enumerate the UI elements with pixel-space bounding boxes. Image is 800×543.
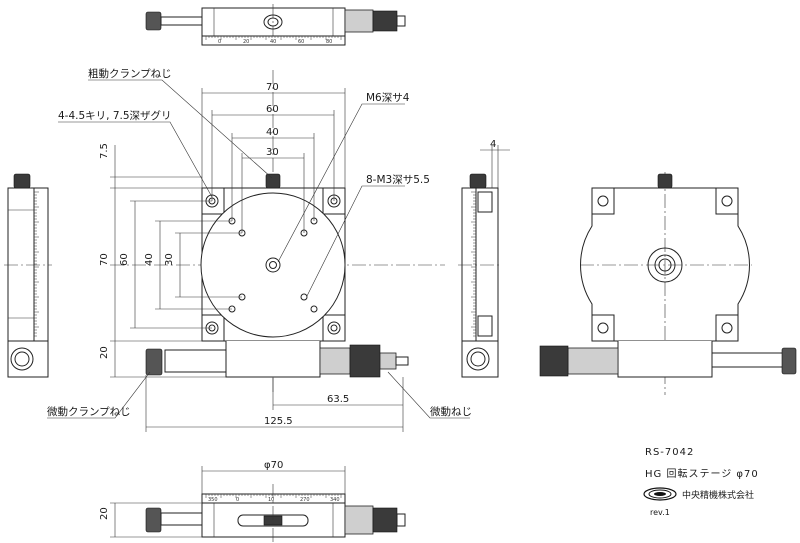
rear-clamp-knob-icon: [657, 173, 673, 189]
dim-left-60: 60: [119, 253, 130, 266]
dim-front-phi70: φ70: [264, 460, 283, 471]
label-coarse-clamp: 粗動クランプねじ: [88, 67, 172, 80]
dim-top-70: 70: [266, 82, 279, 93]
company-name: 中央精機株式会社: [682, 489, 754, 501]
label-fine-clamp: 微動クランプねじ: [47, 405, 131, 418]
label-m3-taps: 8-M3深サ5.5: [366, 174, 430, 186]
left-side-view: [4, 173, 52, 378]
fine-micrometer-icon: [349, 344, 381, 378]
mount-hole-br: [322, 314, 346, 342]
dim-left-70: 70: [99, 253, 110, 266]
rear-clamp-knob-right-icon: [781, 347, 797, 375]
rear-micrometer-icon: [539, 345, 569, 377]
top-scale-label-1: 20: [243, 39, 249, 45]
dim-side-4: 4: [490, 139, 496, 150]
label-mount-holes: 4-4.5キリ, 7.5深ザグリ: [58, 109, 172, 122]
title-block: RS-7042 HG 回転ステージ φ70 中央精機株式会社 rev.1: [643, 447, 759, 517]
top-scale-label-4: 80: [326, 39, 332, 45]
fine-drive-housing: [225, 341, 321, 378]
dim-left-20: 20: [99, 346, 110, 359]
left-clamp-knob-icon: [13, 173, 31, 189]
dim-top-30: 30: [266, 147, 279, 158]
label-center-tap: M6深サ4: [366, 92, 410, 104]
top-dimensions: 70 60 40 30: [201, 82, 346, 233]
dim-top-60: 60: [266, 104, 279, 115]
top-view: 0 20 40 60 80: [145, 4, 406, 48]
top-micrometer-icon: [372, 10, 398, 32]
dim-top-40: 40: [266, 127, 279, 138]
front-scale-label-3: 270: [300, 497, 310, 503]
top-clamp-knob-icon: [145, 11, 162, 31]
leader-lines: [47, 79, 470, 419]
top-scale-label-3: 60: [298, 39, 304, 45]
top-scale-strip: [201, 35, 346, 46]
top-scale-label-0: 0: [218, 39, 221, 45]
front-view: φ70 350 0 10 270 340 20: [99, 460, 406, 543]
top-scale-label-2: 40: [270, 39, 276, 45]
rotary-table: [200, 192, 346, 338]
company-logo-icon: [643, 487, 677, 501]
revision: rev.1: [650, 508, 670, 517]
dim-left-30: 30: [164, 253, 175, 266]
dim-front-20: 20: [99, 507, 110, 520]
rear-view: [539, 172, 797, 395]
dim-bottom-63-5: 63.5: [327, 394, 349, 405]
right-clamp-knob-icon: [469, 173, 487, 189]
rear-mount-holes: [591, 187, 739, 342]
front-scale-label-2: 10: [268, 497, 274, 503]
front-scale-label-4: 340: [330, 497, 340, 503]
left-dimensions: 70 60 40 30 7.5 20: [99, 143, 242, 378]
plan-view: 70 60 40 30 70 60 40: [47, 67, 472, 432]
dim-left-40: 40: [144, 253, 155, 266]
product-description: HG 回転ステージ φ70: [645, 468, 759, 480]
dim-left-7-5: 7.5: [99, 143, 110, 159]
front-scale-label-1: 0: [236, 497, 239, 503]
front-body: [201, 502, 346, 538]
bottom-dimensions: 63.5 125.5: [145, 375, 404, 432]
label-fine-screw: 微動ねじ: [430, 405, 472, 418]
fine-clamp-knob-icon: [145, 348, 163, 376]
top-view-body: [201, 7, 346, 37]
front-micrometer-icon: [372, 507, 398, 533]
front-clamp-knob-icon: [145, 507, 162, 533]
right-side-view: 4: [458, 139, 510, 378]
front-scale-label-0: 350: [208, 497, 218, 503]
dim-bottom-125-5: 125.5: [264, 416, 293, 427]
model-number: RS-7042: [645, 447, 694, 458]
coarse-clamp-knob-icon: [265, 173, 281, 189]
